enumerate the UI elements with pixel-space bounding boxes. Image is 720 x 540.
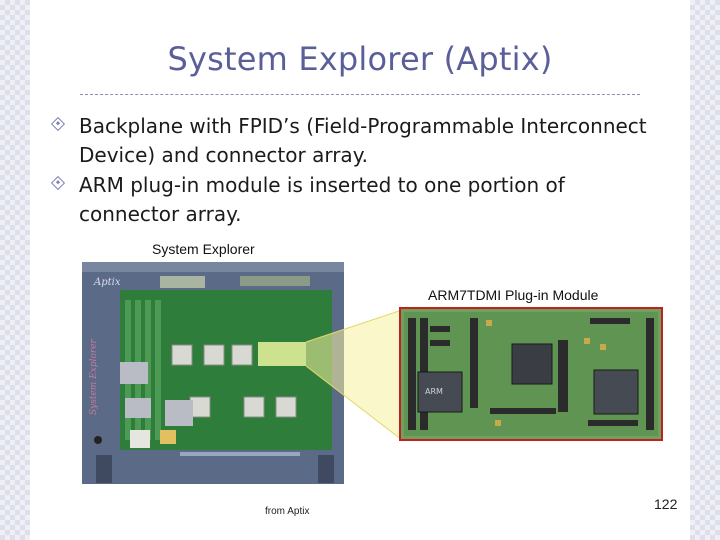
left-decorative-border — [0, 0, 30, 540]
page-number: 122 — [654, 496, 678, 512]
arm-module-photo: ARM — [399, 307, 663, 441]
bullet-text: Backplane with FPID’s (Field-Programmabl… — [79, 114, 647, 167]
system-explorer-label: System Explorer — [150, 241, 257, 257]
bullet-item: ARM plug-in module is inserted to one po… — [48, 171, 648, 229]
module-label: ARM7TDMI Plug-in Module — [428, 287, 599, 303]
chassis-brand-text: Aptix — [93, 277, 121, 288]
chip-marking-text: ARM — [425, 387, 443, 396]
right-decorative-border — [690, 0, 720, 540]
system-explorer-photo: Aptix System Explorer — [82, 262, 344, 484]
bullet-list: Backplane with FPID’s (Field-Programmabl… — [48, 112, 648, 230]
chassis-side-text: System Explorer — [89, 338, 99, 415]
slide-title: System Explorer (Aptix) — [167, 40, 553, 78]
title-divider — [80, 94, 640, 95]
image-credit: from Aptix — [265, 506, 310, 517]
zoom-callout — [258, 310, 402, 440]
bullet-text: ARM plug-in module is inserted to one po… — [79, 173, 565, 226]
bullet-item: Backplane with FPID’s (Field-Programmabl… — [48, 112, 648, 170]
